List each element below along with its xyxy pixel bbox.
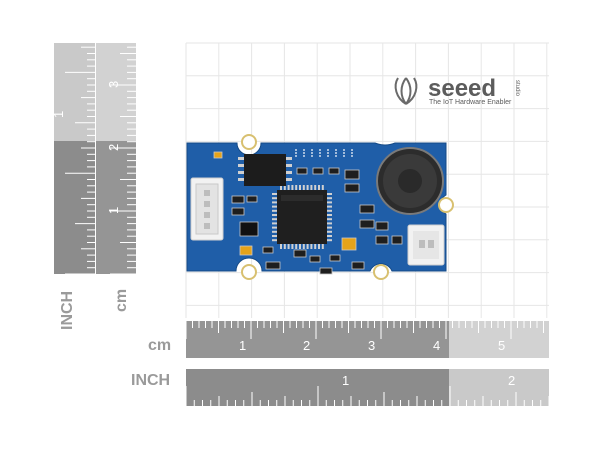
brand-name: seeed xyxy=(428,75,496,102)
horizontal-inch-ticks xyxy=(185,386,550,406)
horizontal-inch-number-2: 2 xyxy=(508,373,515,388)
seeed-logo: seeed studio The IoT Hardware Enabler xyxy=(394,75,520,106)
mount-hole-right xyxy=(438,197,454,213)
vertical-ruler: 1 2 3 1 INCH cm xyxy=(51,40,136,330)
microphone-component xyxy=(376,147,444,215)
grove-connector xyxy=(190,177,224,241)
horizontal-cm-number-2: 2 xyxy=(303,338,310,353)
horizontal-ruler-cm: cm 1 2 3 4 5 xyxy=(148,321,551,358)
vertical-inch-label: INCH xyxy=(59,291,76,330)
seeed-leaf-icon xyxy=(394,77,418,105)
main-ic-chip xyxy=(272,185,332,249)
horizontal-cm-dark xyxy=(186,321,449,358)
horizontal-cm-number-3: 3 xyxy=(368,338,375,353)
horizontal-inch-number-1: 1 xyxy=(342,373,349,388)
smd-components xyxy=(213,149,403,275)
aux-connector xyxy=(407,224,445,266)
vertical-cm-number-2: 2 xyxy=(106,144,121,151)
vertical-ruler-cm-dark xyxy=(96,141,136,274)
horizontal-inch-light xyxy=(449,369,549,406)
horizontal-cm-number-5: 5 xyxy=(498,338,505,353)
horizontal-cm-ticks xyxy=(185,321,551,339)
brand-suffix: studio xyxy=(514,80,520,97)
horizontal-cm-number-4: 4 xyxy=(433,338,440,353)
mount-hole-bottom-right xyxy=(373,264,389,280)
horizontal-cm-label: cm xyxy=(148,337,171,354)
horizontal-cm-number-1: 1 xyxy=(239,338,246,353)
vertical-ruler-cm-light xyxy=(96,43,136,141)
mount-hole-top xyxy=(241,134,257,150)
vertical-inch-number-1: 1 xyxy=(51,111,66,118)
vertical-cm-number-1: 1 xyxy=(106,207,121,214)
horizontal-inch-label: INCH xyxy=(131,372,170,389)
vertical-ruler-ticks xyxy=(65,40,136,275)
horizontal-ruler-inch: INCH 1 2 xyxy=(131,369,550,406)
brand-tagline: The IoT Hardware Enabler xyxy=(429,99,512,106)
mount-hole-bottom xyxy=(241,264,257,280)
vertical-ruler-inch-dark xyxy=(54,141,95,274)
vertical-ruler-inch-light xyxy=(54,43,95,141)
eeprom-chip xyxy=(238,154,292,186)
vertical-cm-label: cm xyxy=(113,289,130,312)
vertical-cm-number-3: 3 xyxy=(106,81,121,88)
sound-sensor-board xyxy=(186,134,454,280)
